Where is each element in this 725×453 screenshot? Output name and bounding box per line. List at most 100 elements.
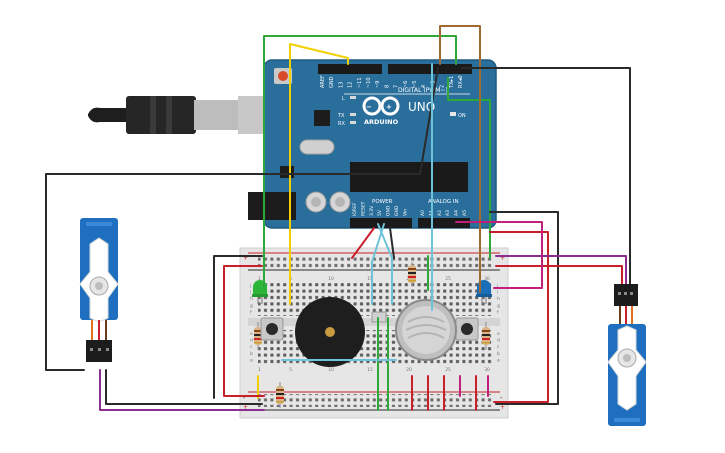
breadboard-column-number: 10 [328,367,334,373]
wire-black-3 [389,227,395,259]
power-pin-label: 5V [377,209,383,216]
digital-pin-label: ~5 [412,81,418,88]
analog-pin-label: A5 [462,210,468,216]
breadboard-column-number: 15 [367,367,373,373]
gas-sensor [395,299,457,361]
digital-pin-label: TX▸1 [449,76,455,89]
breadboard-column-number: 1 [258,367,261,373]
digital-pin-label: AREF [320,75,326,88]
breadboard-row-letter: f [497,309,499,315]
breadboard-row-letter: j [249,283,251,289]
resistor-4 [276,382,284,408]
power-header [350,218,412,228]
analog-pin-label: A3 [445,210,451,216]
wire-red-1 [223,265,265,397]
digital-pin-label: ~6 [403,81,409,88]
svg-text:−: − [366,103,372,111]
arduino-logo: − + [362,96,400,116]
digital-label: DIGITAL (PWM~) [398,87,448,94]
digital-pin-label: ~11 [357,77,363,88]
digital-pin-label: RX◂0 [458,75,464,88]
breadboard-column-number: 5 [289,367,292,373]
breadboard-row-letter: e [497,332,500,337]
power-pin-label: GND [386,205,392,216]
breadboard-row-letter: b [250,351,253,357]
digital-pin-label: 2 [440,85,446,88]
breadboard-row-letter: a [497,358,500,363]
resistor-1 [254,322,262,350]
wire-black-6 [213,255,263,399]
rail-plus-bottom-right: + [500,404,505,411]
breadboard-row-letter: a [250,358,253,363]
piezo-buzzer [295,297,365,367]
breadboard-column-number: 1 [258,276,261,282]
l-led-label: L [342,96,345,102]
wire-purple-2 [99,369,265,411]
digital-header-right [388,64,472,74]
power-label: POWER [372,199,393,205]
breadboard-row-letter: h [250,296,253,302]
wire-red-2 [351,227,375,259]
breadboard-row-letter: d [497,338,500,344]
breadboard-column-number: 30 [484,367,490,373]
wire-green-1 [263,35,457,65]
wire-black-1 [461,67,631,285]
analog-label: ANALOG IN [428,199,459,205]
breadboard-row-letter: c [250,345,253,350]
power-pin-label: RESET [360,201,366,216]
digital-pin-label: GND [329,76,335,88]
breadboard-row-letter: e [250,332,253,337]
wire-purple-1 [495,255,627,285]
wire-green-3 [447,77,491,259]
on-led-label: ON [458,113,466,119]
resistor-3 [408,262,416,286]
digital-pin-label: ~3 [430,81,436,88]
board-model: UNO [408,100,435,114]
breadboard-column-number: 15 [367,276,373,282]
digital-pin-label: 8 [384,85,390,88]
breadboard-row-letter: c [497,345,500,350]
servo-left [79,218,119,362]
rail-plus-top: + [243,255,248,262]
pushbutton-left[interactable] [260,317,284,341]
power-pin-label: IOREF [352,202,358,216]
usb-cable [88,96,268,134]
breadboard-column-number: 25 [445,367,451,373]
analog-pin-label: A4 [454,210,460,216]
rail-minus-bottom: - [243,394,246,402]
analog-header [418,218,470,228]
breadboard-column-number: 20 [406,367,412,373]
breadboard-column-number: 25 [445,276,451,282]
breadboard-row-letter: f [250,309,252,315]
wire-red-4 [495,265,623,285]
atmega-chip [350,162,468,192]
breadboard-row-letter: b [497,351,500,357]
breadboard-column-number: 10 [328,276,334,282]
tx-led-label: TX [337,113,345,119]
wire-brown [439,25,481,293]
digital-header-left [318,64,382,74]
power-pin-label: Vin [402,209,408,216]
rail-plus-top-right: + [500,255,505,262]
arduino-logo-text: ARDUINO [364,118,399,126]
digital-pin-label: 12 [348,82,354,88]
resistor-2 [482,322,490,350]
wire-black-4 [489,211,559,405]
breadboard-row-letter: h [497,296,500,302]
digital-pin-label: 13 [338,82,344,88]
servo-right [607,284,647,426]
wire-black-5 [105,369,263,405]
wire-cyan-2 [377,223,393,305]
analog-pin-label: A2 [437,210,443,216]
wire-red-3 [489,231,549,403]
digital-pin-label: 7 [394,85,400,88]
rx-led-label: RX [338,121,345,127]
power-pin-label: 3.3V [369,205,375,216]
pushbutton-right[interactable] [455,317,479,341]
wires [45,25,631,411]
rail-minus-bottom-right: - [500,394,503,402]
power-jack [248,192,296,220]
digital-pin-label: 4 [421,85,427,88]
